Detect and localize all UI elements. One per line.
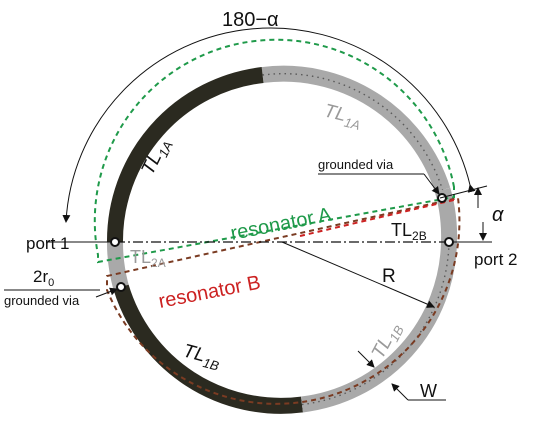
resonator-b-outline (106, 196, 461, 405)
width-label: W (420, 381, 437, 401)
port2-label: port 2 (474, 250, 517, 269)
tl2a-label: TL2A (130, 247, 166, 270)
ring-segment-tl1a-gray (261, 65, 451, 193)
resonator-a-outline (93, 38, 455, 264)
port1-label: port 1 (26, 234, 69, 253)
tl1a-top-label: TL1A (321, 100, 364, 133)
via-top-leader-diag (423, 173, 440, 195)
ring-segment-tl1a-dark (106, 67, 264, 243)
resonator-b-label: resonator B (157, 272, 263, 313)
width-arrow-outer (357, 350, 375, 368)
grounded-via-bottom (116, 282, 126, 292)
radius-label: R (382, 266, 396, 287)
radius-line (281, 241, 435, 308)
grounded-via-top-label: grounded via (318, 157, 394, 172)
resonator-a-label: resonator A (229, 204, 334, 245)
ring-segment-tl1b-dark (113, 284, 304, 414)
angle-arc-180-alpha (62, 27, 476, 223)
r0-label: 2r0 (33, 267, 54, 289)
alpha-label: α (492, 204, 504, 226)
via-bottom-leader-diag (95, 287, 118, 298)
tl2b-label: TL2B (391, 220, 427, 243)
port1-node (110, 237, 120, 247)
angle-label: 180−α (222, 9, 279, 31)
width-arrow-inner (391, 383, 409, 401)
ring-dotted-center-top (262, 72, 444, 191)
port2-node (444, 237, 454, 247)
grounded-via-bottom-label: grounded via (4, 293, 80, 308)
ring-segment-tl2a (106, 241, 129, 290)
